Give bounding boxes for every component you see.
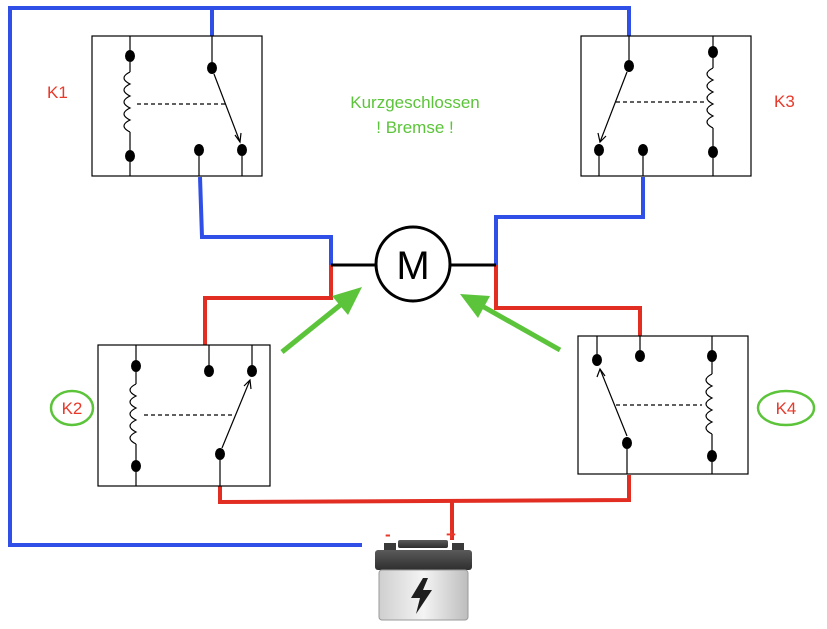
top-right-blue-wire [212,6,631,40]
relay-k2 [97,344,271,487]
lightning-icon [411,578,432,614]
relay-k4-highlight-ring [756,389,816,427]
short-circuit-note-line1: Kurzgeschlossen [350,93,479,112]
relay-k3-label: K3 [774,92,795,111]
relay-k2-label: K2 [62,399,83,418]
relay-k1-box [91,35,263,177]
short-circuit-note-line2: ! Bremse ! [376,118,453,137]
relay-k1-coil [123,71,132,133]
blue-wires [8,6,645,547]
relay-k4-box [577,335,749,475]
k2-motor-red-wire [203,265,333,345]
relay-k3 [580,35,752,177]
relay-k1-label: K1 [47,83,68,102]
relay-k2-highlight: K2 [49,389,95,427]
relay-k3-box [580,35,752,177]
relay-k3-coil [706,67,715,129]
green-arrow-right [460,294,562,353]
relay-k4 [577,335,749,475]
relay-k4-label: K4 [776,399,797,418]
relay-k2-coil [129,383,138,445]
relay-k4-highlight: K4 [756,389,816,427]
relay-k2-box [97,344,271,487]
battery-minus-sign: - [385,525,391,544]
motor: M [331,225,496,303]
relay-k4-coil [705,373,714,435]
motor-circle [374,225,452,303]
k4-motor-red-wire [494,265,642,336]
relay-k1 [91,35,263,177]
relay-k2-highlight-ring [49,389,95,427]
k1-motor-blue-wire [198,176,333,265]
battery-plus-sign: + [446,525,456,544]
motor-label: M [396,244,429,288]
top-blue-wire [8,6,362,547]
battery-lid [375,550,472,570]
green-arrow-left [280,287,362,354]
battery: - + [375,525,472,621]
bottom-red-wire [218,475,631,505]
k3-motor-blue-wire [494,177,645,265]
red-wires [203,265,642,540]
battery-handle [398,540,448,548]
